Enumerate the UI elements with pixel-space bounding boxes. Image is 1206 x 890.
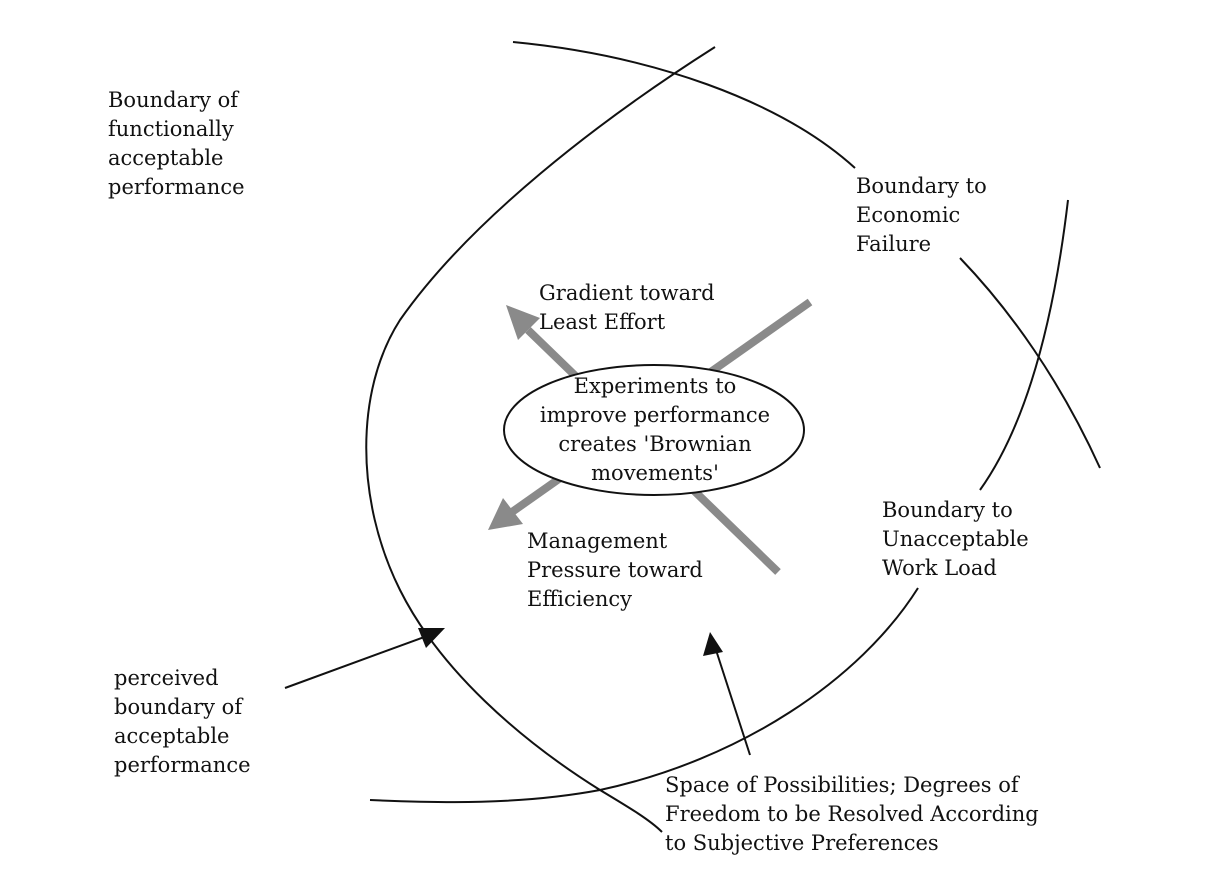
least-effort-gradient-arrowhead — [506, 305, 540, 340]
functional-boundary-label: Boundary of functionally acceptable perf… — [108, 88, 245, 199]
economic-boundary-curve-lower — [959, 257, 1101, 469]
economic-boundary-label: Boundary to Economic Failure — [856, 174, 987, 256]
space-of-possibilities-arrow — [715, 649, 751, 756]
space-of-possibilities-arrowhead — [703, 632, 723, 656]
experiments-ellipse — [503, 364, 805, 496]
workload-boundary-label: Boundary to Unacceptable Work Load — [882, 498, 1029, 580]
management-pressure-label: Management Pressure toward Efficiency — [527, 529, 703, 611]
space-of-possibilities-label: Space of Possibilities; Degrees of Freed… — [665, 773, 1039, 855]
experiments-label: Experiments to improve performance creat… — [539, 374, 771, 485]
workload-boundary-curve — [979, 199, 1069, 491]
efficiency-gradient-arrowhead — [488, 498, 523, 530]
workload-boundary-curve-lower — [369, 587, 919, 804]
economic-boundary-curve — [512, 41, 856, 169]
perceived-boundary-label: perceived boundary of acceptable perform… — [114, 666, 251, 777]
perceived-boundary-arrow — [284, 631, 439, 689]
perceived-boundary-arrowhead — [418, 628, 445, 648]
least-effort-label: Gradient toward Least Effort — [539, 281, 715, 334]
functional-boundary-curve — [365, 46, 716, 833]
